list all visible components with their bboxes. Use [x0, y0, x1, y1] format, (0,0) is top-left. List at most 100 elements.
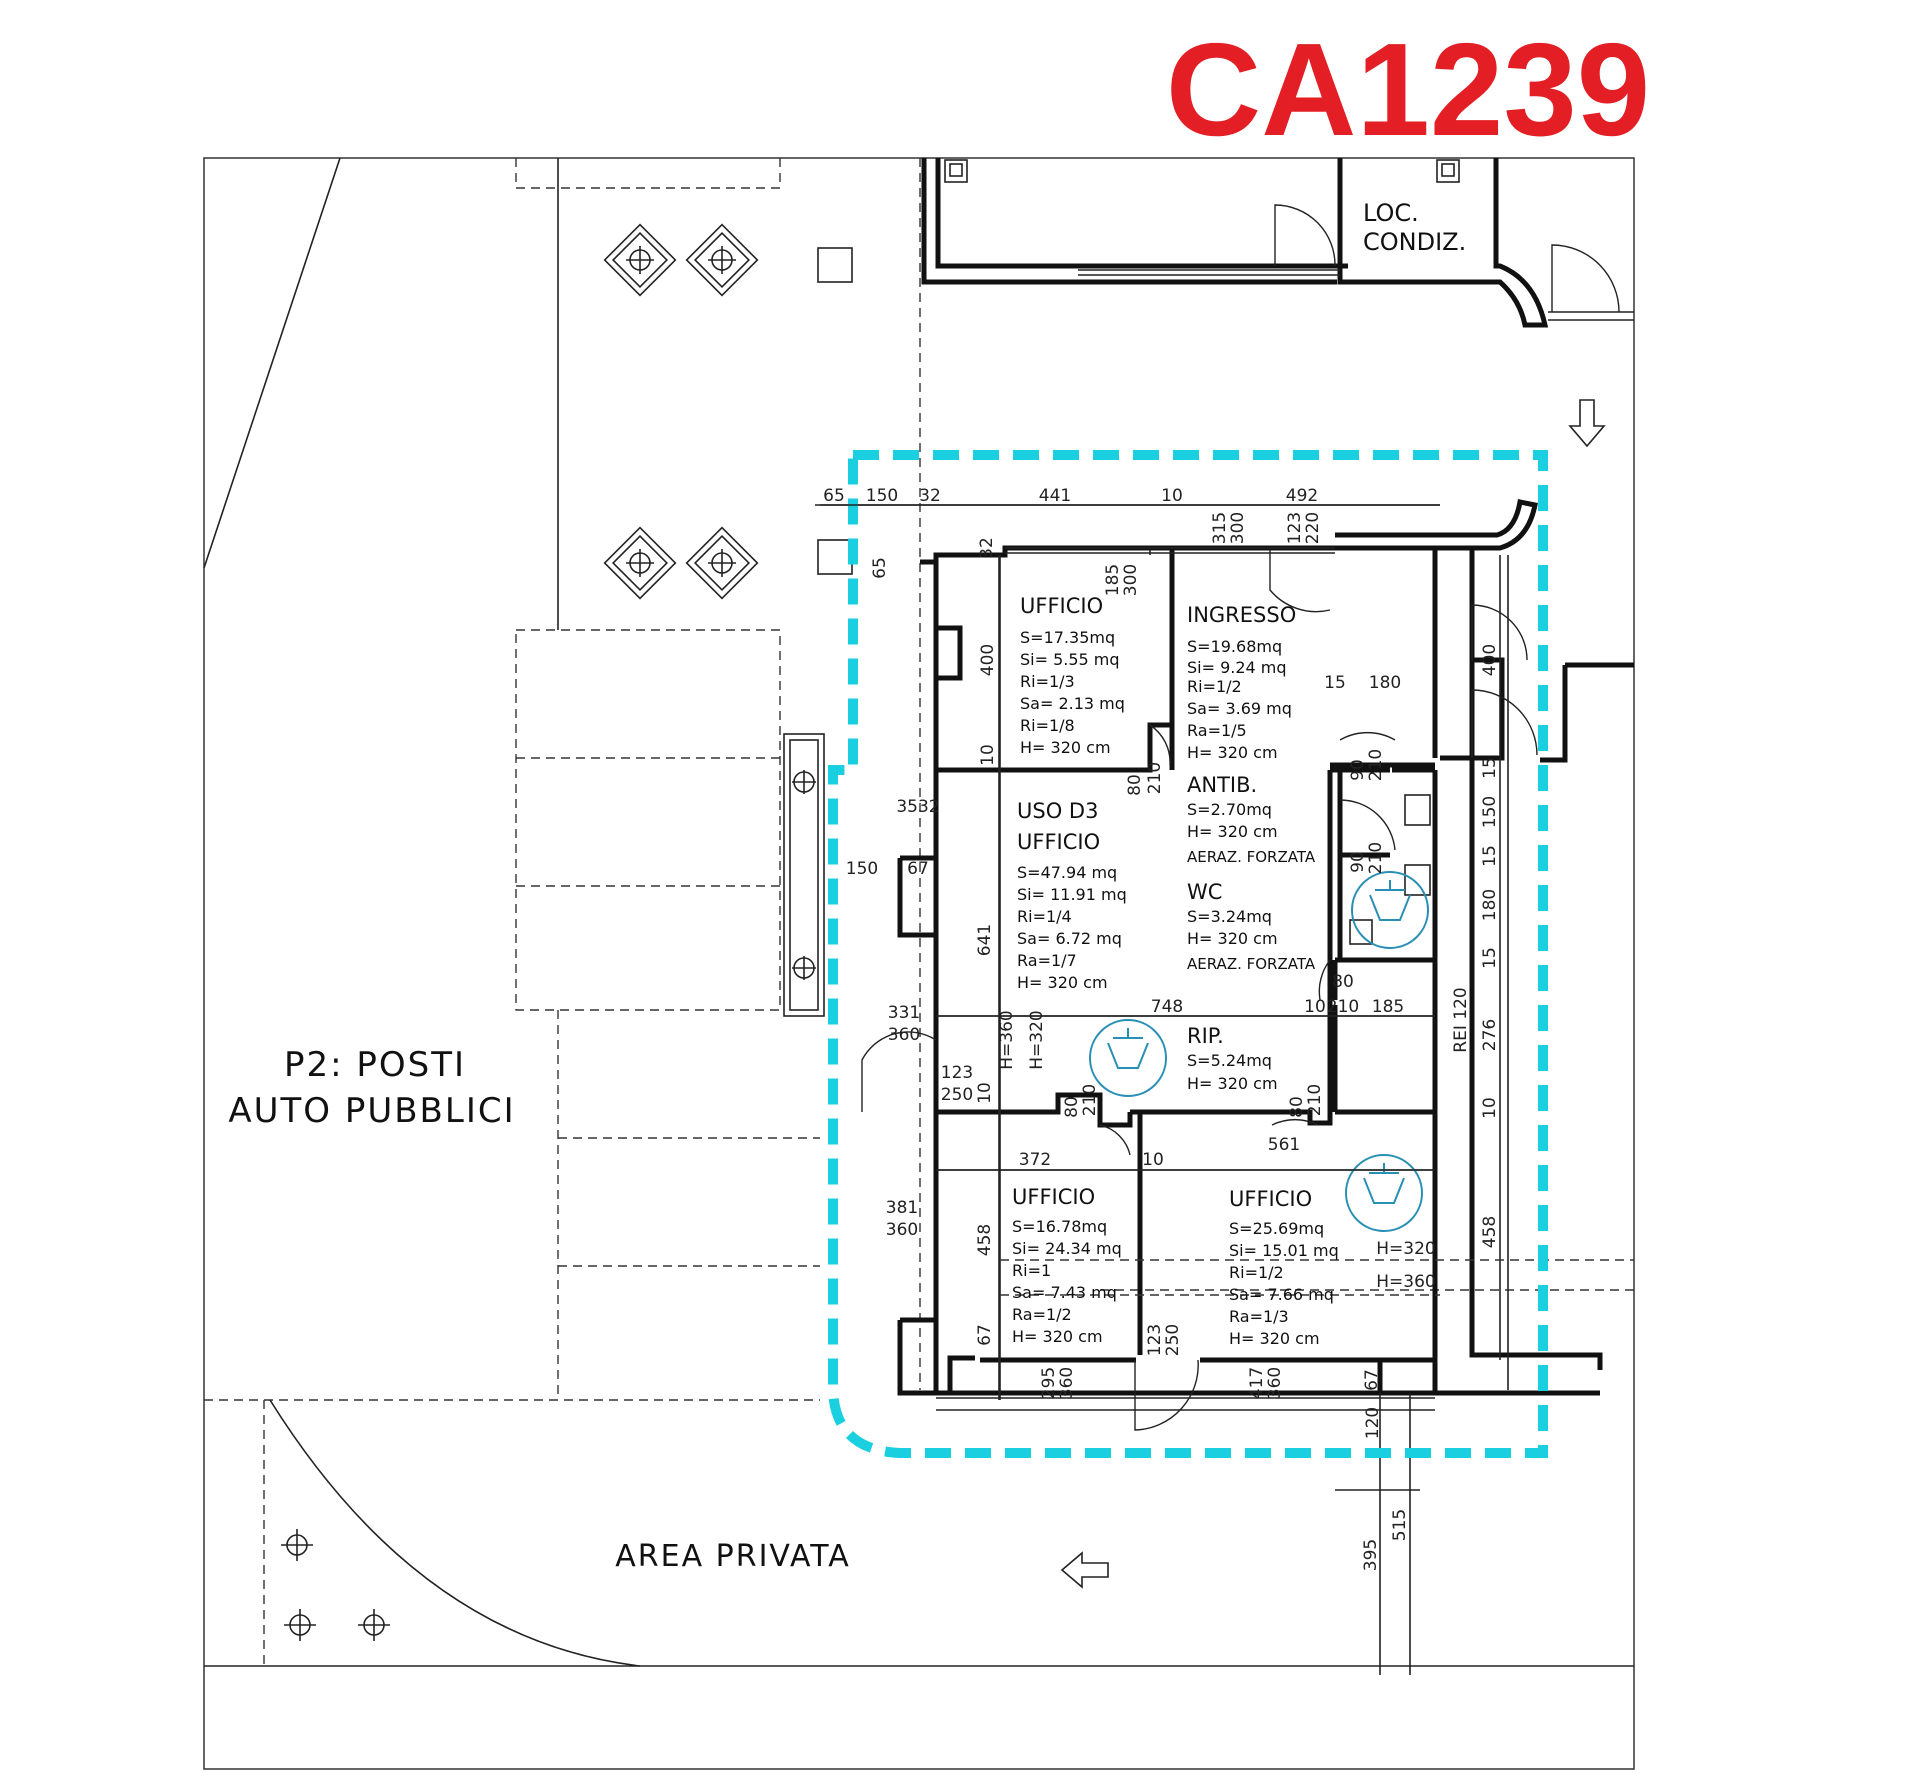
- room-stat: Ra=1/5: [1187, 721, 1247, 740]
- room-stat: Si= 11.91 mq: [1017, 885, 1127, 904]
- accessibility-icon: [1351, 871, 1429, 949]
- loc-condiz-label-line1: LOC.: [1363, 199, 1419, 227]
- dimension-label: 150: [846, 859, 878, 879]
- dimension-label: 395: [1361, 1539, 1381, 1571]
- dimension-label: 180: [1480, 889, 1500, 921]
- marker-icon: [281, 1529, 313, 1561]
- dimension-label: 295: [1039, 1367, 1059, 1399]
- room-name: UFFICIO: [1229, 1187, 1312, 1211]
- dimension-label: 400: [1480, 644, 1500, 676]
- dimension-label: 65: [870, 557, 890, 579]
- dimension-label: 250: [941, 1085, 973, 1105]
- dimension-label: H=320: [1376, 1239, 1435, 1259]
- room-uso-d3: USO D3 UFFICIO S=47.94 mq Si= 11.91 mq R…: [1017, 799, 1127, 992]
- dimension-label: 300: [1121, 564, 1141, 596]
- room-ufficio-2: UFFICIO S=16.78mq Si= 24.34 mq Ri=1 Sa= …: [1012, 1185, 1122, 1346]
- dimension-label: 748: [1151, 997, 1183, 1017]
- room-stat: Ra=1/3: [1229, 1307, 1289, 1326]
- tree-icon: [685, 526, 759, 600]
- site-context: [203, 157, 1634, 1667]
- room-stat: Si= 9.24 mq: [1187, 658, 1287, 677]
- room-stat: Ri=1/3: [1020, 672, 1075, 691]
- dimension-label: H=360: [997, 1010, 1017, 1069]
- dimension-label: 360: [888, 1025, 920, 1045]
- dimension-label: 180: [1369, 673, 1401, 693]
- room-ufficio-3: UFFICIO S=25.69mq Si= 15.01 mq Ri=1/2 Sa…: [1229, 1187, 1339, 1348]
- tree-icon: [603, 223, 677, 297]
- room-stat: Sa= 2.13 mq: [1020, 694, 1125, 713]
- wc-block: [1330, 731, 1435, 963]
- room-ingresso: INGRESSO S=19.68mq Si= 9.24 mq Ri=1/2 Sa…: [1187, 603, 1296, 762]
- room-stat: S=19.68mq: [1187, 637, 1282, 656]
- dimension-label: 441: [1039, 486, 1071, 506]
- dimension-top: 65 150 32 441 10 492: [823, 486, 1318, 506]
- listing-code: CA1239: [1166, 16, 1650, 163]
- room-stat: Ra=1/2: [1012, 1305, 1072, 1324]
- dimension-label: 10: [978, 744, 998, 766]
- dimension-label: 10: [1142, 1150, 1164, 1170]
- room-name: INGRESSO: [1187, 603, 1296, 627]
- dimension-label: 32: [919, 486, 941, 506]
- room-name: WC: [1187, 880, 1222, 904]
- room-stat: Si= 5.55 mq: [1020, 650, 1120, 669]
- dimension-label: 67: [975, 1324, 995, 1346]
- dimension-label: 276: [1480, 1019, 1500, 1051]
- parking-label-line1: P2: POSTI: [284, 1045, 466, 1085]
- dimension-label: 150: [1480, 796, 1500, 828]
- dimension-label: 250: [1163, 1324, 1183, 1356]
- room-stat: Sa= 7.66 mq: [1229, 1285, 1334, 1304]
- dimension-label: 15: [1480, 947, 1500, 969]
- dimension-label: 210: [1080, 1084, 1100, 1116]
- room-stat: Ri=1/4: [1017, 907, 1072, 926]
- dimension-label: 641: [975, 924, 995, 956]
- dimension-label: 80: [1332, 972, 1354, 992]
- room-stat: AERAZ. FORZATA: [1187, 955, 1316, 973]
- dimension-label: 210: [1305, 1084, 1325, 1116]
- dimension-label: 15: [1480, 757, 1500, 779]
- room-stat: S=25.69mq: [1229, 1219, 1324, 1238]
- room-ufficio-1: UFFICIO S=17.35mq Si= 5.55 mq Ri=1/3 Sa=…: [1020, 594, 1125, 757]
- room-stat: Sa= 7.43 mq: [1012, 1283, 1117, 1302]
- unit-highlight-boundary: [828, 450, 1548, 1458]
- dimension-label: 10: [1161, 486, 1183, 506]
- room-stat: S=5.24mq: [1187, 1051, 1272, 1070]
- dimension-label: REI 120: [1451, 987, 1471, 1052]
- dimension-label: 90: [1348, 759, 1368, 781]
- dimension-label: 210: [1366, 842, 1386, 874]
- tree-icon: [603, 526, 677, 600]
- room-stat: Sa= 3.69 mq: [1187, 699, 1292, 718]
- dimension-label: 185: [1103, 564, 1123, 596]
- dimension-label: 10: [1304, 997, 1326, 1017]
- dimension-label: 458: [1480, 1216, 1500, 1248]
- room-name: UFFICIO: [1012, 1185, 1095, 1209]
- room-name: USO D3: [1017, 799, 1098, 823]
- loc-condiz-label-line2: CONDIZ.: [1363, 228, 1466, 256]
- dimension-label: H=360: [1376, 1272, 1435, 1292]
- tree-icon: [685, 223, 759, 297]
- dimension-label: 3532: [896, 797, 939, 817]
- arrow-down-icon: [1568, 399, 1606, 448]
- dimension-label: 10: [1480, 1097, 1500, 1119]
- dimension-label: 315: [1210, 512, 1230, 544]
- dimension-label: 80: [1062, 1096, 1082, 1118]
- room-stat: S=47.94 mq: [1017, 863, 1117, 882]
- room-stat: H= 320 cm: [1017, 973, 1108, 992]
- dimension-label: 15: [1480, 845, 1500, 867]
- dimension-label: 90: [1348, 851, 1368, 873]
- dimension-label: 67: [907, 859, 929, 879]
- marker-icon: [358, 1609, 390, 1641]
- dimension-label: 492: [1286, 486, 1318, 506]
- arrow-left-icon: [1060, 1551, 1109, 1589]
- room-stat: H= 320 cm: [1012, 1327, 1103, 1346]
- dimension-label: 210: [1327, 997, 1359, 1017]
- room-stat: Si= 15.01 mq: [1229, 1241, 1339, 1260]
- dimension-label: 300: [1228, 512, 1248, 544]
- dimension-label: 185: [1372, 997, 1404, 1017]
- dimension-label: 372: [1019, 1150, 1051, 1170]
- room-stat: H= 320 cm: [1187, 929, 1278, 948]
- dimension-misc: 65 32 315 300 123 220 185 300 400 10 80 …: [846, 512, 1500, 1571]
- dimension-label: 10: [975, 1082, 995, 1104]
- dimension-label: 32: [977, 537, 997, 559]
- accessibility-icon: [1089, 1019, 1167, 1097]
- accessibility-icon: [1345, 1154, 1423, 1232]
